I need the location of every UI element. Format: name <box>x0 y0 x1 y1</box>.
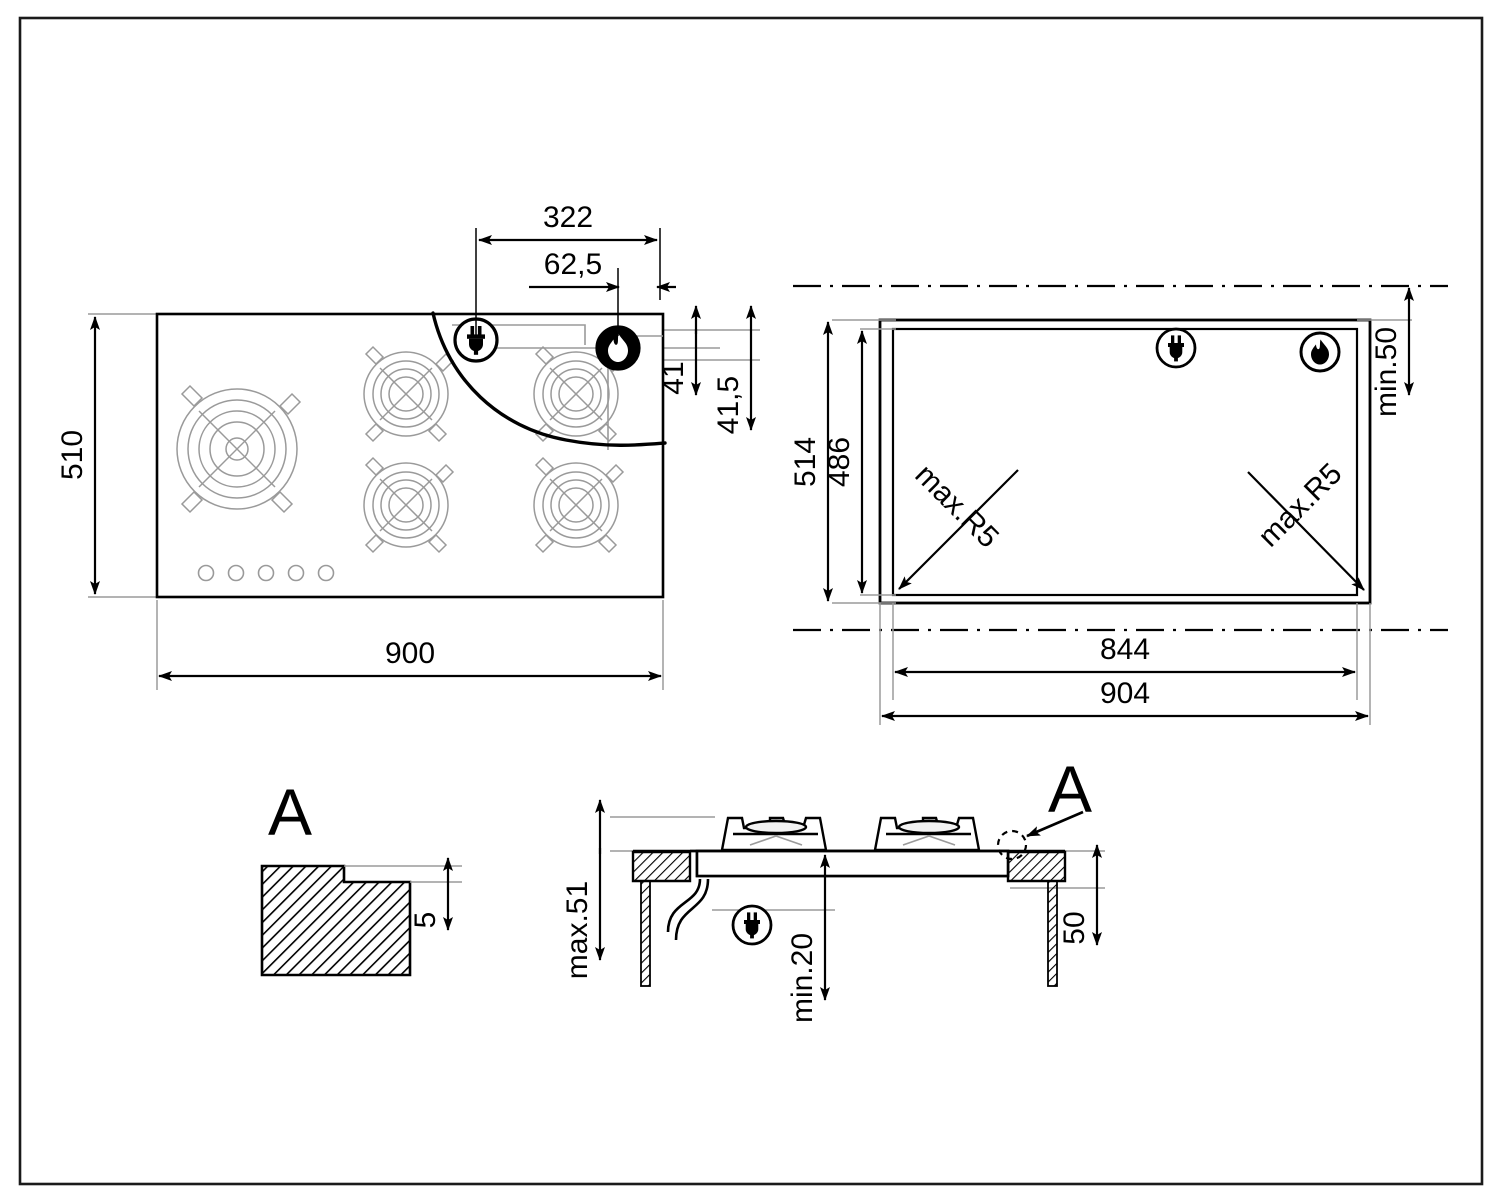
dim-62-5: 62,5 <box>529 248 676 336</box>
control-knobs <box>197 564 335 582</box>
dim-904-label: 904 <box>1100 677 1150 710</box>
hob-top-view: 322 62,5 510 900 41 41,5 <box>56 201 760 690</box>
dim-510: 510 <box>56 316 100 595</box>
dim-514-label: 514 <box>789 437 822 487</box>
break-curve-line <box>431 311 667 447</box>
dim-41-5: 41,5 <box>712 305 756 434</box>
detail-a-witness <box>344 865 462 883</box>
dim-844-label: 844 <box>1100 633 1150 666</box>
dim-900-label: 900 <box>385 637 435 670</box>
hob-plate-outline <box>155 312 665 599</box>
cutout-inner-rect <box>891 327 1359 597</box>
worktop-right-section <box>1006 850 1067 883</box>
detail-a-callout: A <box>996 752 1092 861</box>
cabinet-wall-left <box>640 880 651 987</box>
dim-max-r5-left: max.R5 <box>898 458 1019 590</box>
dim-514: 514 <box>789 321 833 602</box>
detail-a-callout-arrow <box>1026 810 1084 838</box>
knob-3 <box>257 564 275 582</box>
detail-a-profile <box>260 864 412 977</box>
reference-lines <box>793 284 1448 632</box>
dim-max-51-label: max.51 <box>561 881 594 979</box>
flame-icon <box>595 325 641 371</box>
witness-lines-cutout <box>832 319 1412 725</box>
dim-41: 41 <box>657 305 701 396</box>
burner-bottom-right <box>533 456 625 554</box>
power-cable-outer <box>666 878 702 933</box>
detail-a-view: A 5 <box>260 775 462 977</box>
cabinet-wall-right <box>1047 880 1058 987</box>
dim-5-label: 5 <box>409 912 442 929</box>
section-a-label: A <box>1048 752 1092 826</box>
cutout-outer-rect <box>878 318 1372 605</box>
dim-510-label: 510 <box>56 430 89 480</box>
dim-min-50-label: min.50 <box>1370 327 1403 417</box>
dim-904: 904 <box>881 677 1369 721</box>
knob-5 <box>317 564 335 582</box>
flame-icon-cutout <box>1299 331 1341 373</box>
hob-section-view: A max.51 min.20 50 <box>561 752 1105 1023</box>
dim-41-5-label: 41,5 <box>712 376 745 434</box>
dim-41-label: 41 <box>657 361 690 394</box>
dim-50: 50 <box>1058 844 1102 946</box>
dim-844: 844 <box>894 633 1356 677</box>
knob-4 <box>287 564 305 582</box>
plug-icon-cutout <box>1155 327 1197 369</box>
dim-min-20: min.20 <box>786 854 830 1023</box>
dim-max-r5-right: max.R5 <box>1247 457 1365 591</box>
dim-62-5-label: 62,5 <box>544 248 602 281</box>
power-cable-inner <box>674 878 710 941</box>
worktop-cutout-view: max.R5 max.R5 514 486 min.50 844 <box>789 284 1448 725</box>
dim-486-label: 486 <box>823 437 856 487</box>
burner-large-left <box>176 384 302 514</box>
burner-bottom-middle <box>363 456 455 554</box>
dim-min-20-label: min.20 <box>786 933 819 1023</box>
dim-50-label: 50 <box>1058 911 1091 944</box>
worktop-left-section <box>631 850 692 883</box>
dim-max-51: max.51 <box>561 799 605 979</box>
dim-322: 322 <box>475 201 661 336</box>
dim-486: 486 <box>823 330 867 594</box>
knob-1 <box>197 564 215 582</box>
dim-900: 900 <box>158 637 662 681</box>
plug-icon-section <box>731 904 773 946</box>
hob-body-box <box>695 849 1010 878</box>
burner-profile-1 <box>720 816 828 852</box>
knob-2 <box>227 564 245 582</box>
burner-profile-2 <box>873 816 981 852</box>
dim-322-label: 322 <box>543 201 593 234</box>
detail-a-callout-circle <box>996 829 1028 861</box>
burner-top-middle <box>363 345 455 443</box>
drawing-border <box>18 16 1484 1186</box>
dim-min-50: min.50 <box>1370 287 1414 417</box>
dim-max-r5-right-label: max.R5 <box>1252 457 1348 553</box>
dim-max-r5-left-label: max.R5 <box>909 458 1005 554</box>
detail-a-label: A <box>268 775 312 849</box>
dim-5: 5 <box>409 857 453 931</box>
